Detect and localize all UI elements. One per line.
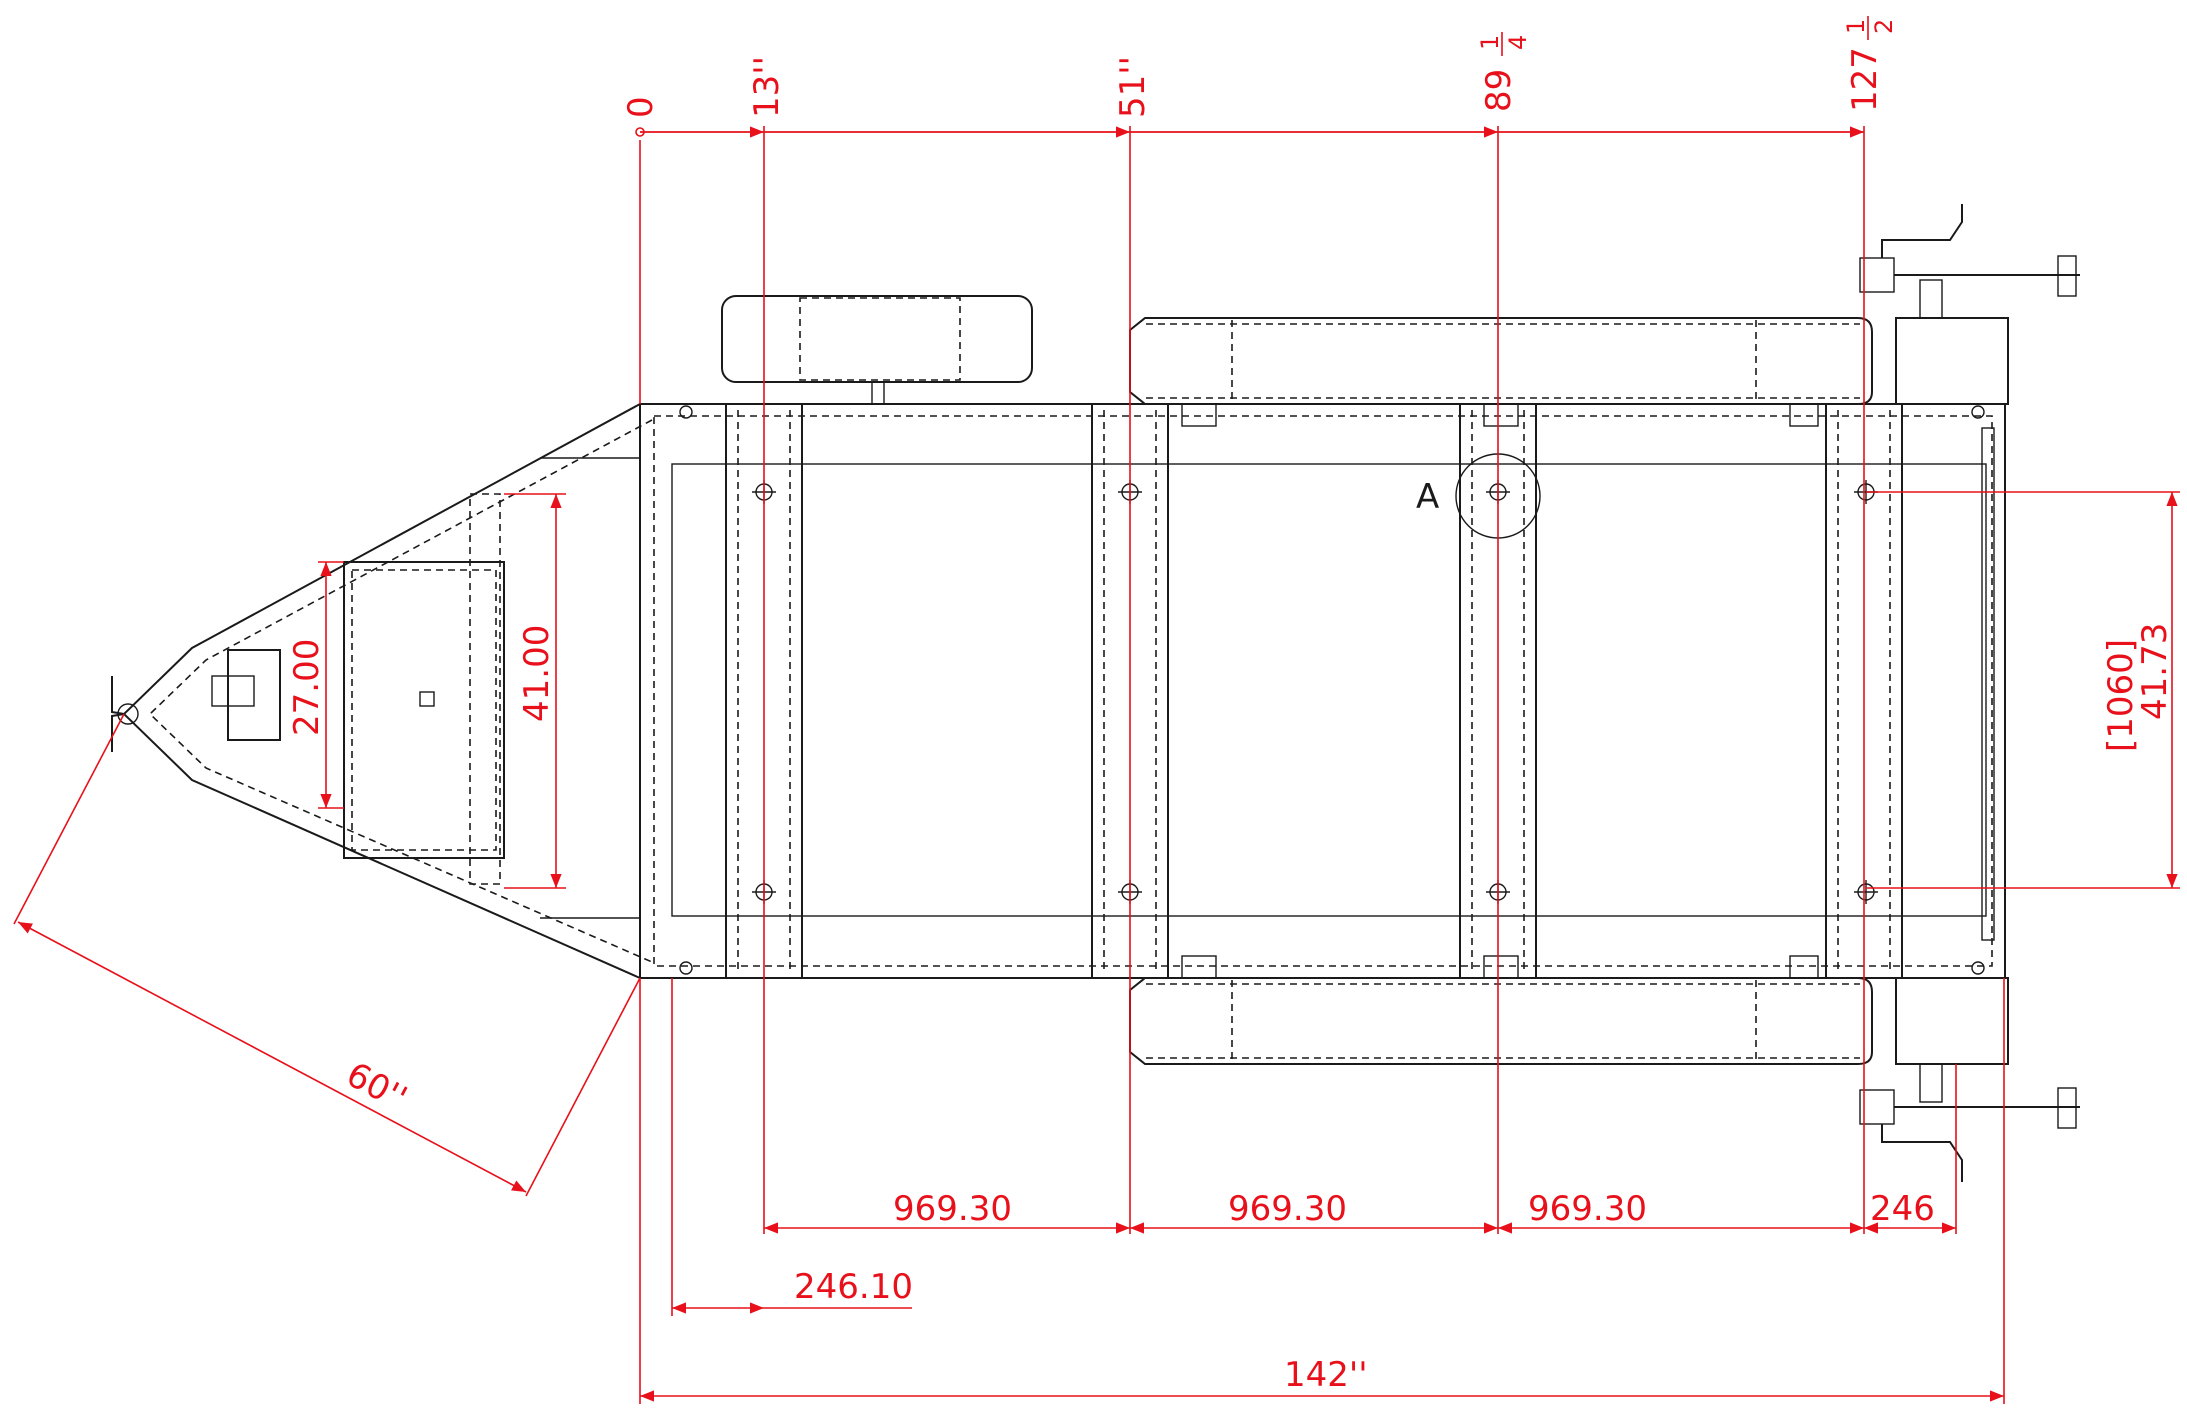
spacing-1-label: 969.30 [893, 1189, 1012, 1229]
track-mm-label: [1060] [2101, 639, 2141, 752]
station-51-label: 51'' [1113, 56, 1153, 118]
rear-jacks [1859, 204, 2080, 1182]
svg-text:89: 89 [1479, 69, 1519, 112]
storage-box [343, 561, 505, 859]
box-width-label: 27.00 [287, 639, 327, 736]
station-127-label: 127 1 2 [1842, 16, 1898, 112]
spare-tire [721, 295, 1033, 404]
front-offset-label: 246.10 [794, 1267, 913, 1307]
svg-text:1: 1 [1842, 19, 1870, 34]
spacing-2-label: 969.30 [1228, 1189, 1347, 1229]
trailer-geometry [111, 204, 2080, 1182]
tongue-length-label: 60'' [340, 1055, 413, 1119]
svg-text:2: 2 [1870, 19, 1898, 34]
track-in-label: 41.73 [2135, 623, 2175, 720]
overall-length-label: 142'' [1284, 1355, 1368, 1395]
spacing-3-label: 969.30 [1528, 1189, 1647, 1229]
rear-sill [1981, 427, 1995, 941]
main-frame [639, 403, 2006, 979]
dimension-layer: 0 13'' 51'' 89 1 4 127 1 2 969.30 969.30… [13, 16, 2180, 1404]
fenders [1129, 317, 1873, 1065]
fender-top [1129, 317, 1873, 405]
station-origin-label: 0 [621, 96, 661, 118]
svg-text:127: 127 [1845, 47, 1885, 112]
station-89-label: 89 1 4 [1476, 32, 1532, 112]
detail-a-label: A [1416, 477, 1439, 517]
station-13-label: 13'' [747, 56, 787, 118]
tongue [111, 403, 653, 979]
rear-offset-label: 246 [1870, 1189, 1935, 1229]
fender-bottom [1129, 977, 1873, 1065]
deck-panel [671, 463, 1987, 917]
bolt-holes [752, 480, 1878, 904]
frame-hidden-edge [653, 415, 1993, 967]
svg-text:4: 4 [1504, 35, 1532, 50]
box-length-label: 41.00 [517, 625, 557, 722]
svg-text:1: 1 [1476, 35, 1504, 50]
frame-brackets [679, 403, 1985, 979]
cross-members [725, 403, 1903, 979]
